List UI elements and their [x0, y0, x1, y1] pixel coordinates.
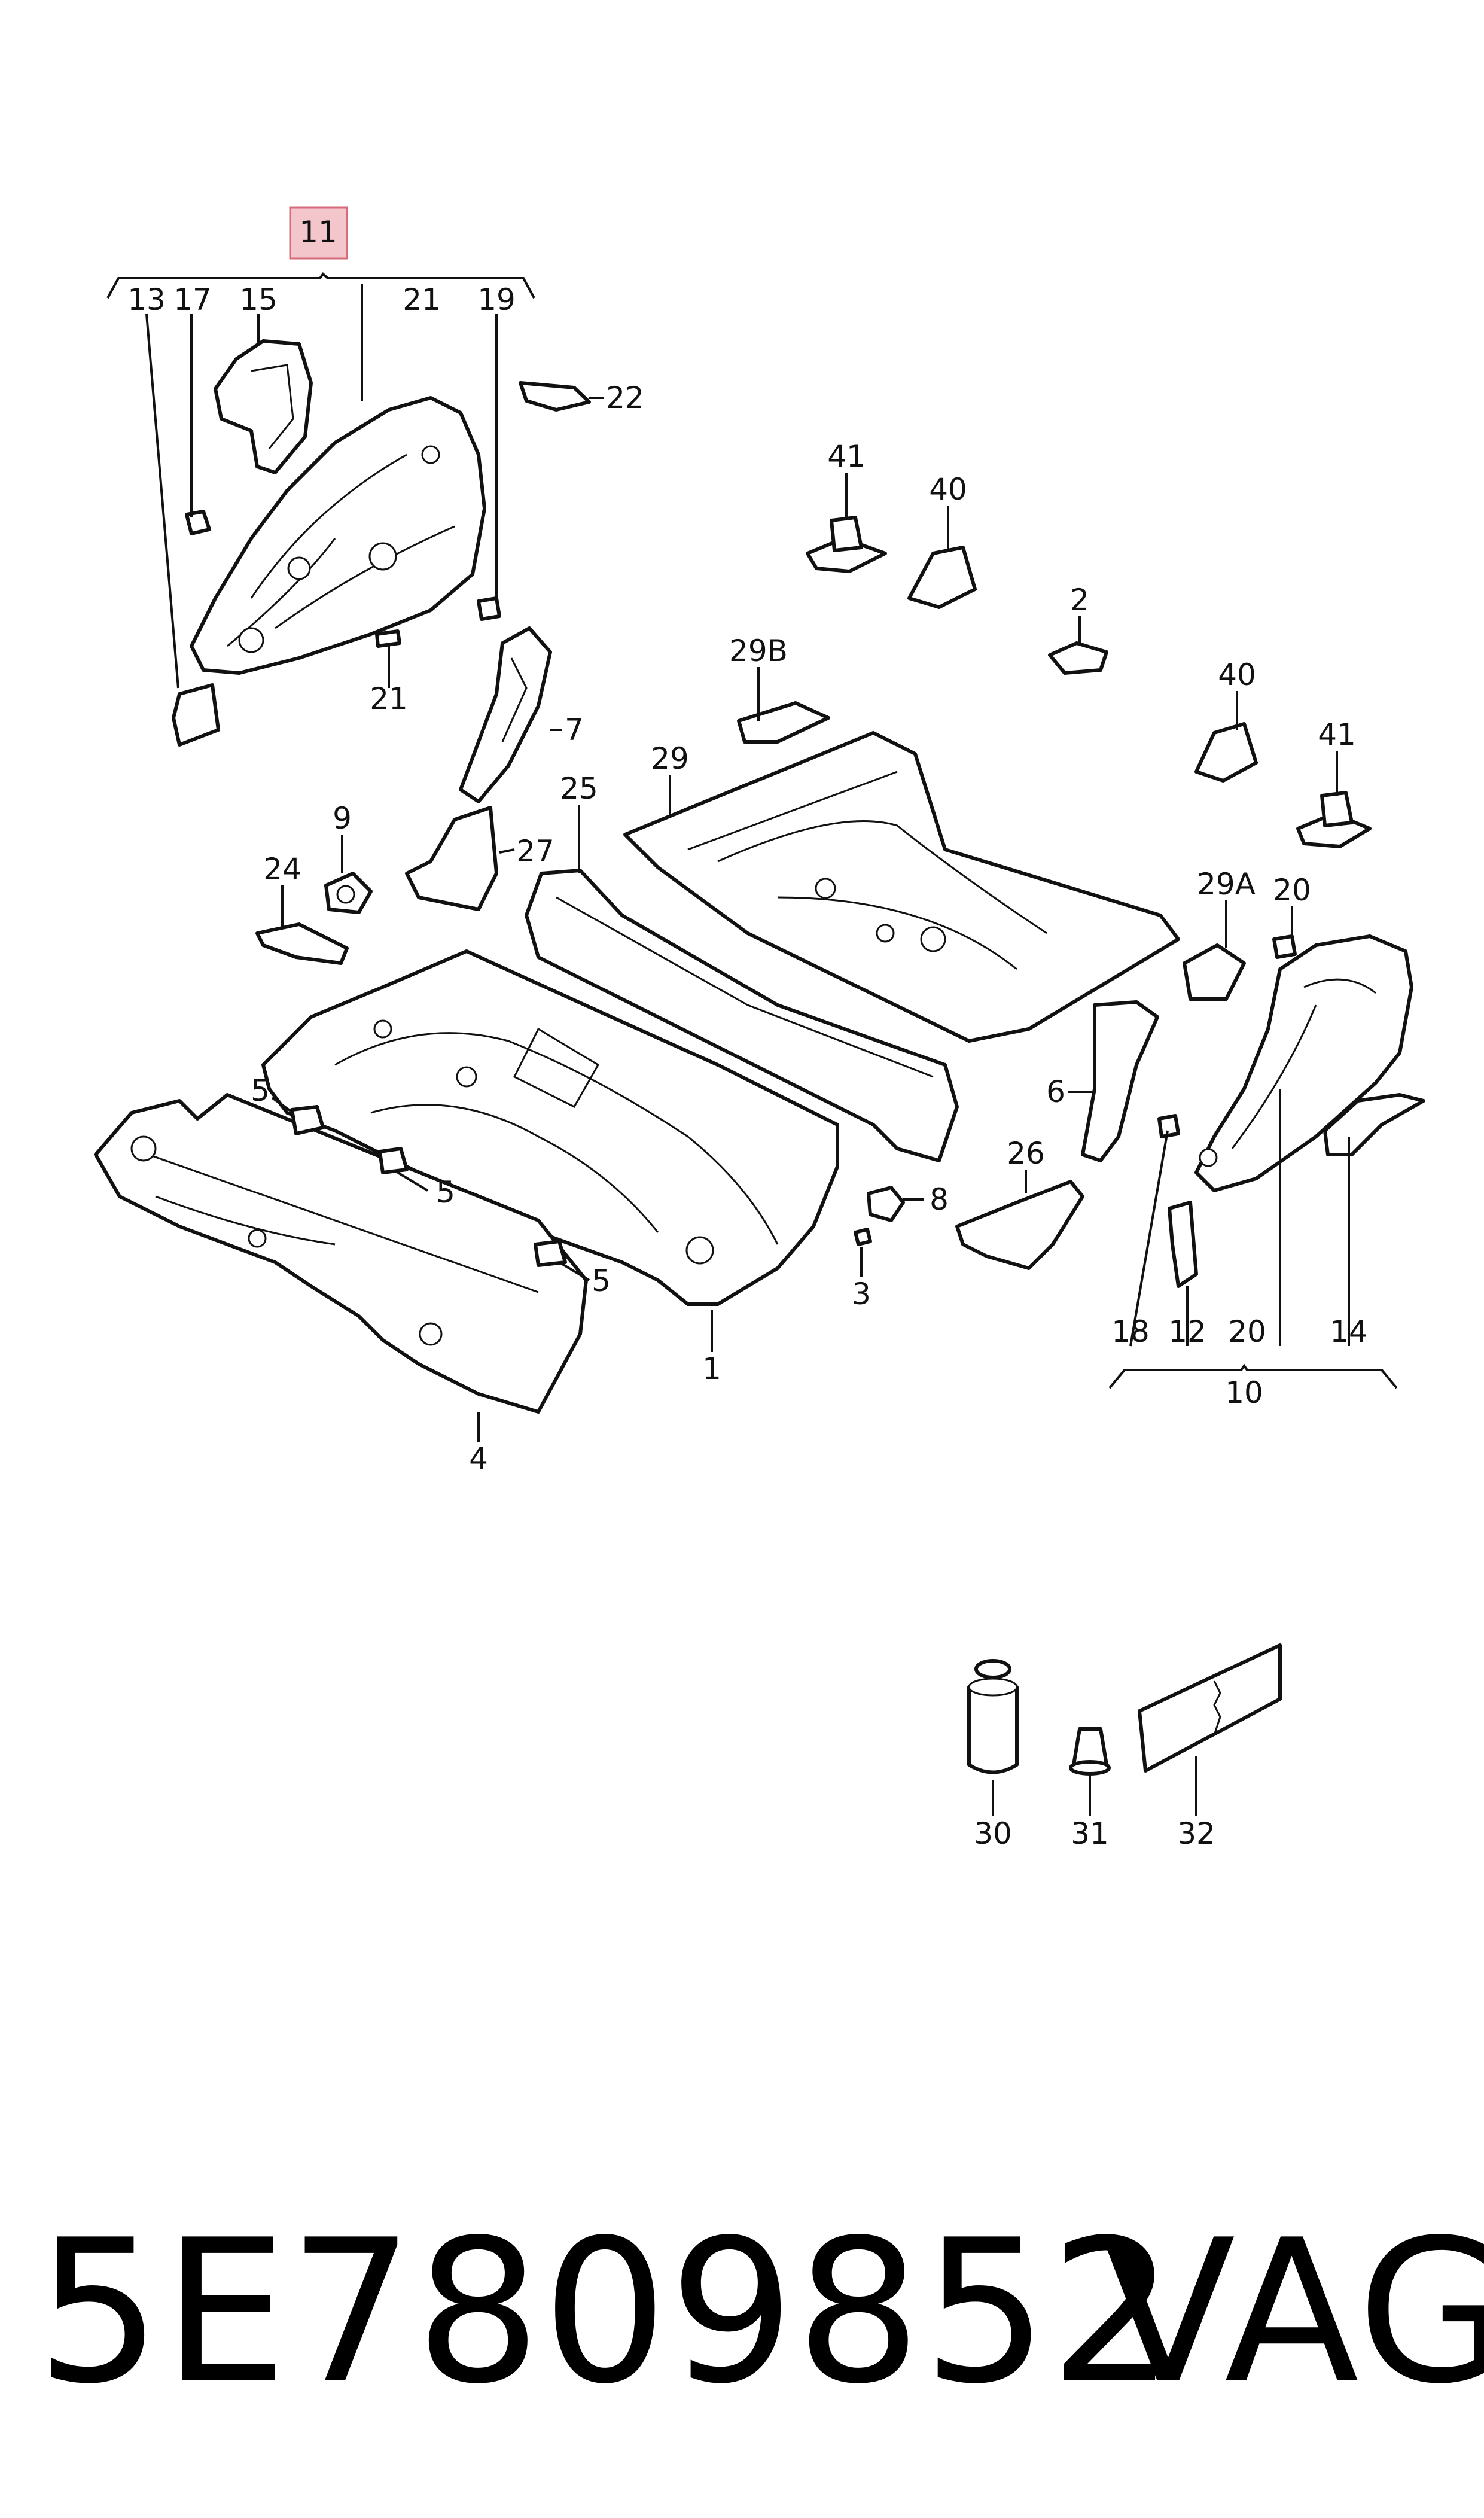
part-25-crossmember	[525, 869, 959, 1162]
callout-15: 15	[239, 282, 278, 317]
part-5-bracket-b	[378, 1147, 409, 1174]
brand-label: VAG	[1101, 2197, 1484, 2427]
callout-41-lower: 41	[1318, 717, 1356, 752]
part-4-front-crossmember	[94, 1093, 588, 1414]
part-22-bracket	[519, 381, 591, 412]
callout-20-top: 20	[1273, 873, 1311, 908]
part-30-sealant-cartridge	[967, 1659, 1019, 1774]
part-15-bracket	[214, 339, 313, 474]
part-32-sheet	[1138, 1643, 1282, 1773]
leader-lines	[145, 284, 1398, 1816]
callout-labels: 11 13 17 15 21 19 22 21 41 40 2 29B 40 4…	[127, 215, 1368, 1851]
part-29a-bracket	[1183, 943, 1246, 1001]
part-9-grommet	[324, 872, 373, 914]
callout-3: 3	[852, 1277, 871, 1311]
callout-31: 31	[1071, 1816, 1109, 1851]
part-number-label: 5E7809852	[36, 2197, 1177, 2427]
callout-5-c: 5	[592, 1263, 611, 1298]
callout-21-bottom: 21	[370, 681, 408, 716]
callout-29: 29	[651, 741, 689, 776]
callout-2: 2	[1070, 583, 1089, 617]
callout-1: 1	[702, 1351, 721, 1386]
callout-27: 27	[516, 834, 554, 869]
part-20-clip	[1272, 934, 1297, 959]
callout-12: 12	[1168, 1314, 1206, 1349]
callout-32: 32	[1177, 1816, 1215, 1851]
part-24-pad	[255, 922, 349, 965]
part-8-grommet	[867, 1186, 905, 1222]
callout-5-b: 5	[436, 1175, 455, 1210]
part-3-clip	[854, 1228, 872, 1246]
part-41-mount-lower	[1296, 791, 1372, 848]
part-17-clip	[185, 510, 211, 535]
callout-5-a: 5	[251, 1073, 270, 1108]
callout-30: 30	[974, 1816, 1012, 1851]
callout-4: 4	[469, 1441, 488, 1476]
part-21-clip	[375, 629, 401, 648]
part-2-plate	[1048, 641, 1108, 675]
callout-8: 8	[930, 1182, 949, 1217]
part-41-mount-upper	[806, 516, 887, 573]
callout-14: 14	[1330, 1314, 1368, 1349]
part-21-wheelhouse-inner	[190, 396, 486, 675]
part-12-plate	[1168, 1201, 1198, 1288]
part-13-plate	[172, 683, 220, 747]
callout-40-lower: 40	[1218, 657, 1256, 692]
callout-41-upper: 41	[827, 439, 866, 474]
callout-6: 6	[1046, 1074, 1065, 1109]
part-40-bracket-upper	[907, 546, 977, 609]
part-29b-bracket	[737, 701, 830, 744]
part-5-bracket-c	[534, 1240, 567, 1267]
callout-9: 9	[333, 801, 352, 836]
callout-26: 26	[1007, 1136, 1045, 1171]
callout-21-top: 21	[403, 282, 441, 317]
part-27-bracket	[405, 806, 498, 911]
part-1-center-floor	[261, 949, 839, 1306]
part-19-clip	[477, 596, 501, 621]
group-11-bracket	[106, 206, 535, 299]
callout-13: 13	[127, 282, 166, 317]
callout-17: 17	[173, 282, 212, 317]
callout-18: 18	[1111, 1314, 1150, 1349]
part-6-pillar	[1081, 1000, 1159, 1162]
callout-20-bottom: 20	[1228, 1314, 1266, 1349]
part-31-plug	[1069, 1727, 1111, 1776]
highlight-box-11	[289, 206, 348, 260]
callout-7: 7	[565, 713, 584, 747]
callout-29a: 29A	[1197, 867, 1256, 902]
callout-10: 10	[1225, 1375, 1263, 1410]
callout-40-upper: 40	[929, 472, 967, 507]
callout-29b: 29B	[729, 634, 788, 668]
callout-25: 25	[560, 771, 598, 806]
part-40-bracket-lower	[1194, 722, 1258, 783]
part-7-pillar	[459, 626, 552, 803]
part-18-clip	[1157, 1114, 1180, 1138]
part-29-rear-floor	[623, 731, 1180, 1043]
callout-22: 22	[606, 380, 644, 415]
callout-11: 11	[299, 215, 337, 249]
part-5-bracket-a	[290, 1105, 325, 1135]
part-26-bracket	[955, 1180, 1084, 1270]
callout-24: 24	[263, 852, 301, 887]
part-20-wheelhouse-right	[1194, 934, 1413, 1192]
callout-19: 19	[477, 282, 516, 317]
